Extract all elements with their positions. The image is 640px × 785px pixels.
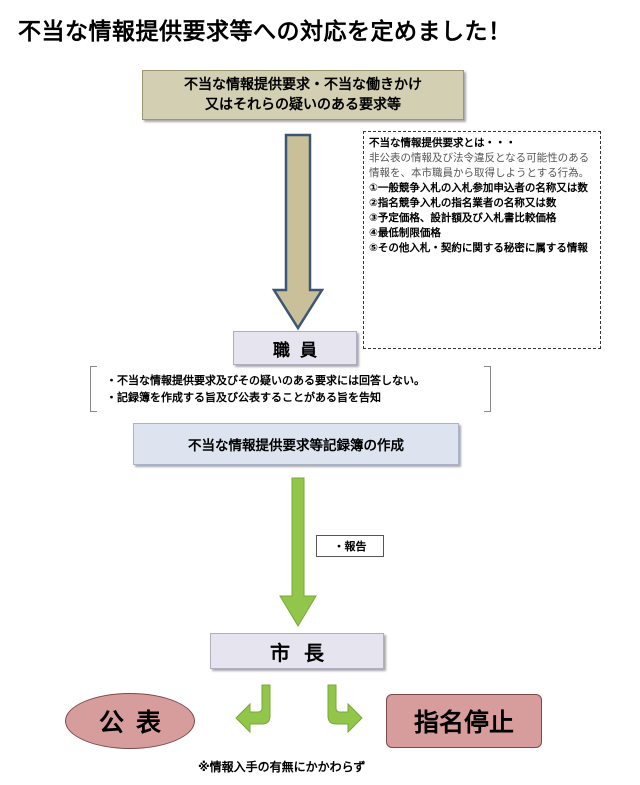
notes-bracket-right — [484, 366, 491, 412]
definition-item: ③予定価格、設計額及び入札書比較価格 — [369, 212, 557, 224]
definition-item: ①一般競争入札の入札参加申込者の名称又は数 — [369, 182, 588, 194]
staff-box: 職員 — [233, 331, 357, 365]
record-book-box: 不当な情報提供要求等記録簿の作成 — [133, 423, 459, 465]
down-arrow-green — [279, 477, 317, 627]
report-label: ・報告 — [316, 535, 384, 557]
bent-arrow-left — [235, 684, 271, 734]
down-arrow-olive — [271, 133, 325, 331]
notes-bracket-left — [90, 366, 97, 412]
improper-request-line2: 又はそれらの疑いのある要求等 — [205, 97, 401, 113]
staff-notes: ・不当な情報提供要求及びその疑いのある要求には回答しない。 ・記録簿を作成する旨… — [98, 368, 490, 412]
definition-item: ⑤その他入札・契約に関する秘密に属する情報 — [369, 242, 588, 254]
publish-ellipse: 公表 — [65, 693, 195, 749]
page-title: 不当な情報提供要求等への対応を定めました！ — [18, 19, 512, 45]
mayor-box: 市長 — [210, 633, 384, 669]
staff-note: ・記録簿を作成する旨及び公表することがある旨を告知 — [106, 391, 381, 404]
improper-request-line1: 不当な情報提供要求・不当な働きかけ — [184, 77, 422, 93]
definition-item: ④最低制限価格 — [369, 227, 441, 239]
definition-intro: 非公表の情報及び法令違反となる可能性のある情報を、本市職員から取得しようとする行… — [369, 152, 590, 179]
footnote: ※情報入手の有無にかかわらず — [198, 760, 366, 774]
bent-arrow-right — [327, 684, 363, 734]
definition-item: ②指名競争入札の指名業者の名称又は数 — [369, 197, 557, 209]
staff-note: ・不当な情報提供要求及びその疑いのある要求には回答しない。 — [106, 374, 425, 387]
improper-request-box: 不当な情報提供要求・不当な働きかけ 又はそれらの疑いのある要求等 — [142, 70, 464, 120]
suspension-box: 指名停止 — [386, 694, 542, 748]
definition-box: 不当な情報提供要求とは・・・ 非公表の情報及び法令違反となる可能性のある情報を、… — [363, 131, 601, 349]
definition-heading: 不当な情報提供要求とは・・・ — [369, 137, 516, 149]
